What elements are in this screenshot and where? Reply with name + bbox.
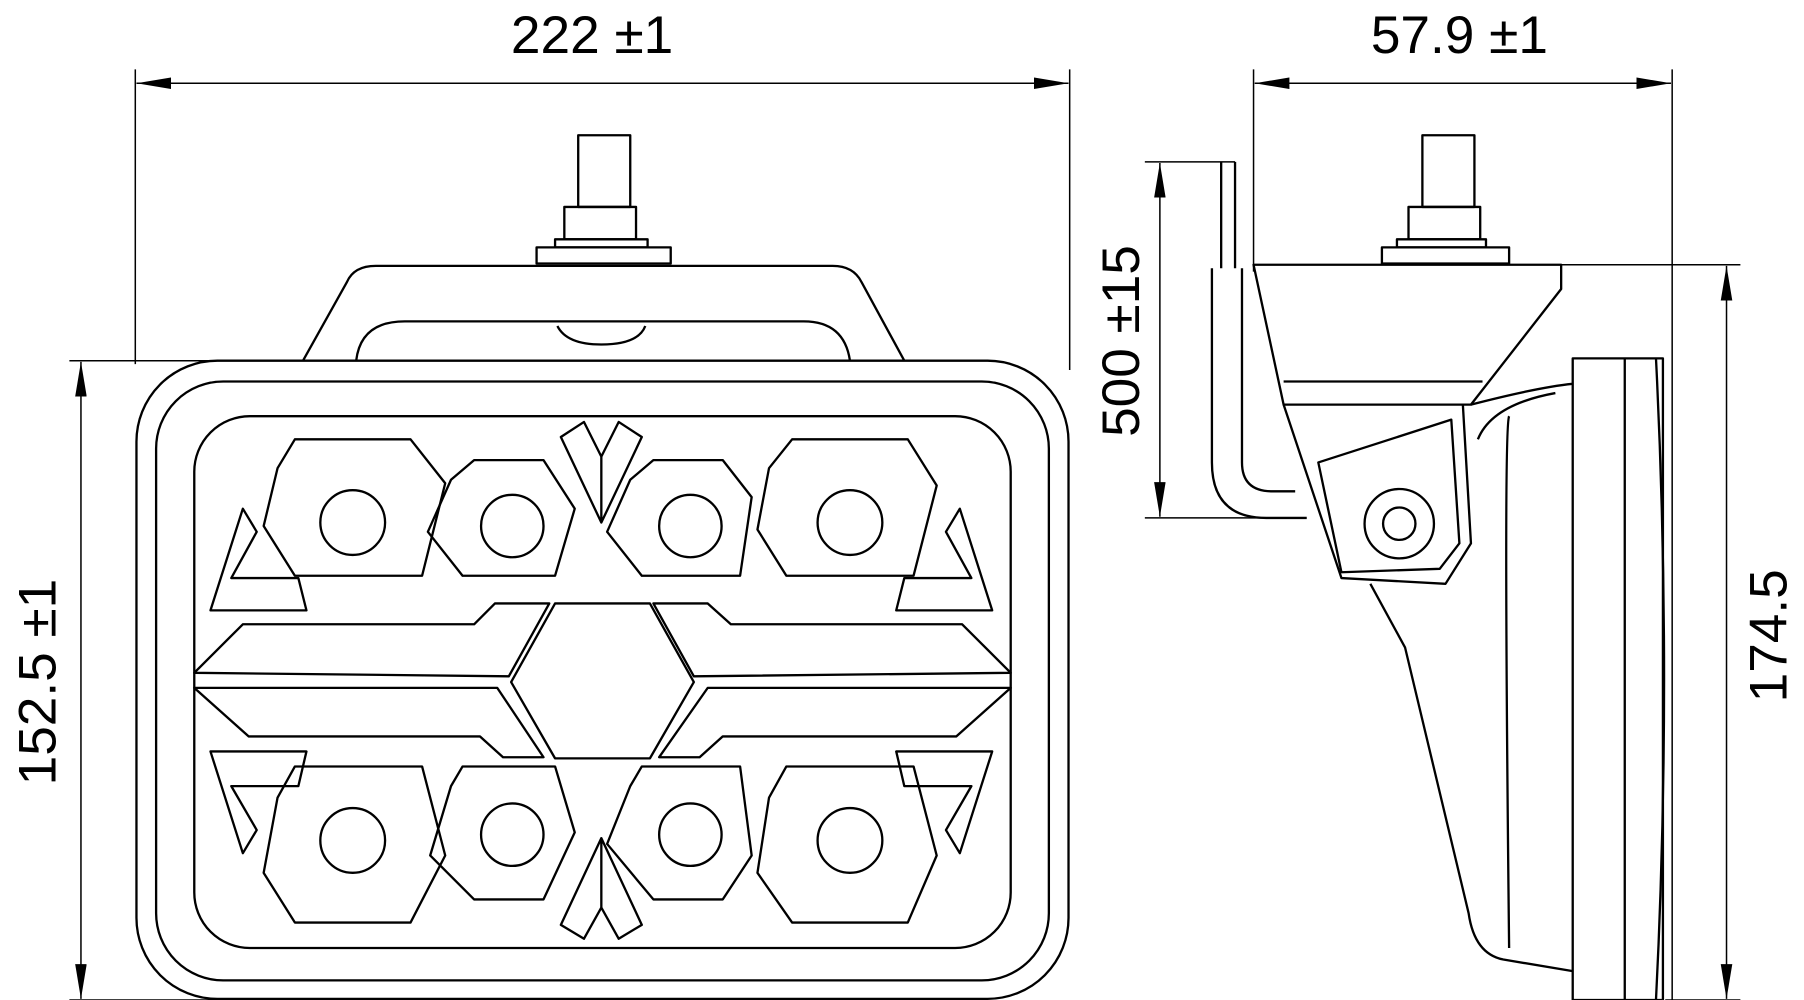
height-dimension-label: 152.5 ±1 — [9, 579, 68, 786]
side-view — [1210, 134, 1666, 1000]
dimension-overall-height: 174.5 — [1561, 263, 1799, 1000]
dimension-height: 152.5 ±1 — [9, 359, 371, 1000]
led-pods-top — [262, 438, 938, 577]
overall-height-dimension-label: 174.5 — [1740, 569, 1799, 702]
dimension-depth: 57.9 ±1 — [1252, 6, 1673, 1000]
front-view — [135, 134, 1070, 1000]
dimension-width: 222 ±1 — [134, 6, 1071, 370]
width-dimension-label: 222 ±1 — [511, 6, 673, 65]
led-pods-bottom — [262, 765, 938, 924]
depth-dimension-label: 57.9 ±1 — [1371, 6, 1548, 65]
cable-length-dimension-label: 500 ±15 — [1092, 245, 1151, 437]
dimension-cable-length: 500 ±15 — [1092, 161, 1284, 519]
